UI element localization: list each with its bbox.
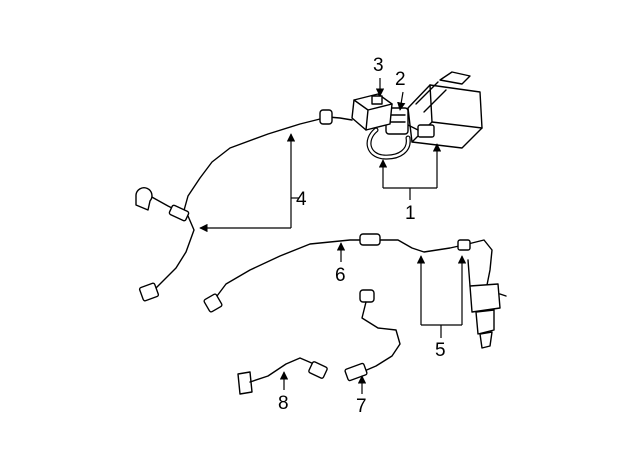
vacuum-solenoid <box>467 259 507 349</box>
long-sensor-cable <box>203 233 493 313</box>
leak-detection-pump <box>351 93 393 131</box>
callout-8: 8 <box>278 393 289 414</box>
leader-lines <box>199 78 467 394</box>
downstream-o2-sensor <box>344 289 401 382</box>
callout-3: 3 <box>373 55 384 76</box>
upper-sensor-harness <box>135 109 353 302</box>
callout-2: 2 <box>395 69 406 90</box>
upstream-o2-sensor <box>237 357 328 395</box>
callout-6: 6 <box>335 265 346 286</box>
callout-7: 7 <box>356 396 367 417</box>
callout-4: 4 <box>296 189 307 210</box>
callout-5: 5 <box>435 340 446 361</box>
callout-1: 1 <box>405 203 416 224</box>
